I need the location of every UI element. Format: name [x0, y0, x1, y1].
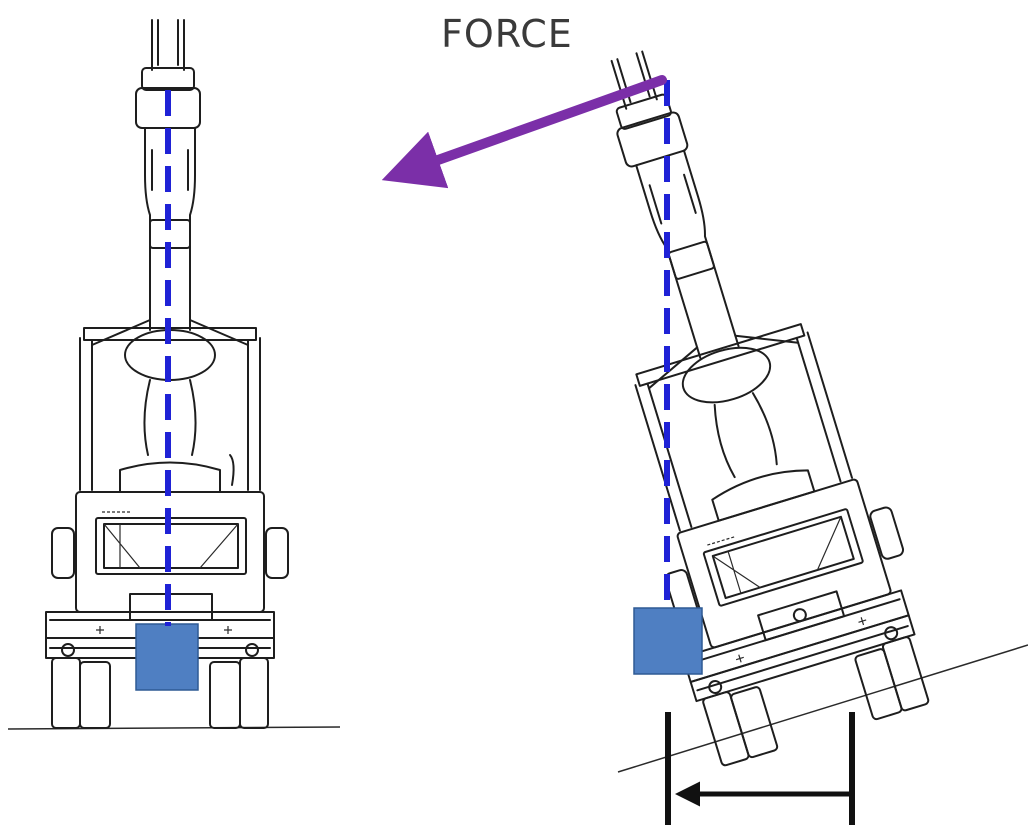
counterweight-tilted	[633, 607, 703, 675]
counterweight-level	[135, 623, 199, 691]
crane-tilted	[610, 50, 1028, 825]
ground-line-slope	[617, 644, 1028, 773]
force-arrow	[381, 75, 667, 189]
crane-level	[7, 19, 341, 730]
force-label: FORCE	[441, 12, 573, 56]
